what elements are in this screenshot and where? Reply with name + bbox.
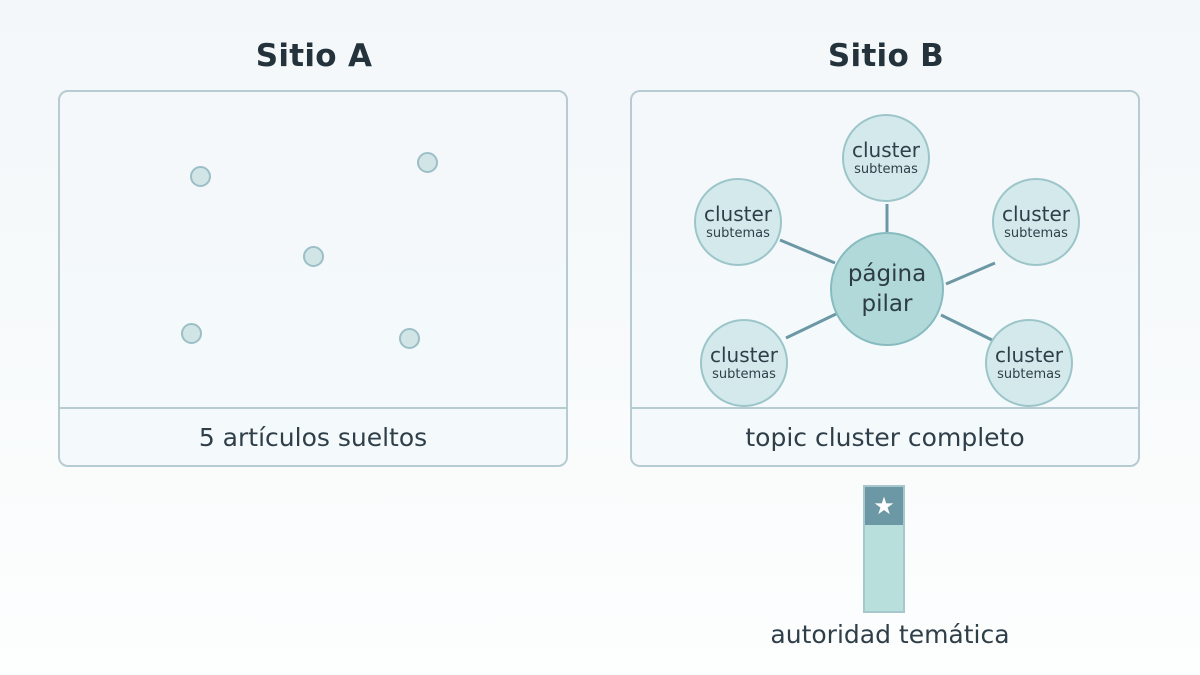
cluster-node: cluster subtemas [842, 114, 930, 202]
site-b-caption: topic cluster completo [632, 407, 1138, 465]
cluster-sublabel: subtemas [854, 161, 918, 177]
cluster-node: cluster subtemas [985, 319, 1073, 407]
site-a-title: Sitio A [255, 38, 373, 74]
article-dot [399, 328, 420, 349]
cluster-sublabel: subtemas [706, 225, 770, 241]
cluster-node: cluster subtemas [694, 178, 782, 266]
link-line [779, 238, 836, 265]
cluster-label: cluster [994, 342, 1064, 367]
authority-bar: ★ [863, 485, 905, 613]
pillar-label: página pilar [847, 261, 927, 317]
authority-label: autoridad temática [770, 620, 1010, 649]
site-b-panel: cluster subtemas cluster subtemas cluste… [630, 90, 1140, 467]
cluster-label: cluster [703, 201, 773, 226]
cluster-label: cluster [709, 342, 779, 367]
cluster-label: cluster [851, 137, 921, 162]
link-line [945, 261, 996, 286]
cluster-node: cluster subtemas [992, 178, 1080, 266]
star-icon: ★ [865, 487, 903, 525]
article-dot [303, 246, 324, 267]
cluster-sublabel: subtemas [1004, 225, 1068, 241]
link-line [940, 313, 993, 342]
article-dot [190, 166, 211, 187]
pillar-page-node: página pilar [830, 232, 944, 346]
cluster-sublabel: subtemas [997, 366, 1061, 382]
site-a-panel: 5 artículos sueltos [58, 90, 568, 467]
link-line [785, 312, 837, 340]
cluster-label: cluster [1001, 201, 1071, 226]
article-dot [181, 323, 202, 344]
cluster-links [779, 204, 996, 342]
cluster-sublabel: subtemas [712, 366, 776, 382]
site-a-caption: 5 artículos sueltos [60, 407, 566, 465]
cluster-node: cluster subtemas [700, 319, 788, 407]
article-dot [417, 152, 438, 173]
site-b-title: Sitio B [827, 38, 945, 74]
